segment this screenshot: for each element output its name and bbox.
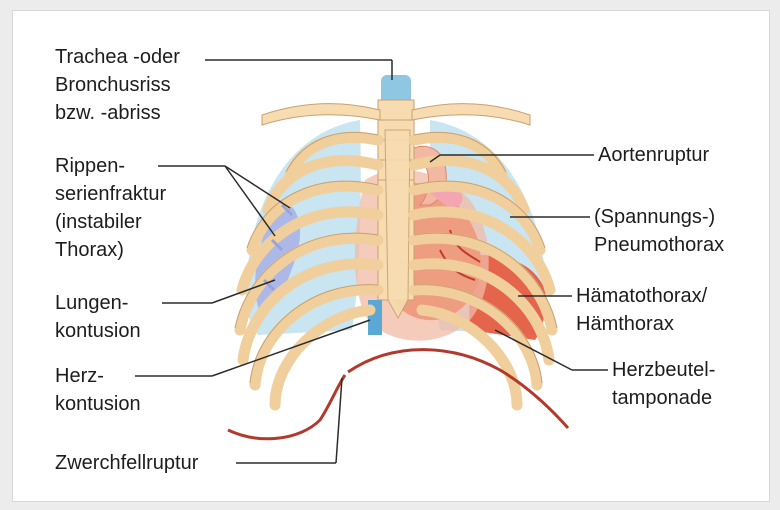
label-haematothorax: Hämatothorax/ Hämthorax xyxy=(576,282,707,338)
label-rippenserienfraktur: Rippen- serienfraktur (instabiler Thorax… xyxy=(55,152,166,264)
label-pneumothorax: (Spannungs-) Pneumothorax xyxy=(594,203,724,259)
label-herzkontusion: Herz- kontusion xyxy=(55,362,141,418)
label-aortenruptur: Aortenruptur xyxy=(598,141,709,169)
label-herzbeuteltamponade: Herzbeutel- tamponade xyxy=(612,356,715,412)
sternum xyxy=(385,130,410,318)
label-zwerchfellruptur: Zwerchfellruptur xyxy=(55,449,198,477)
label-trachea: Trachea -oder Bronchusriss bzw. -abriss xyxy=(55,43,180,127)
left-clavicle xyxy=(262,104,380,125)
diaphragm-rupture xyxy=(228,375,345,439)
label-lungenkontusion: Lungen- kontusion xyxy=(55,289,141,345)
right-clavicle xyxy=(412,104,530,125)
